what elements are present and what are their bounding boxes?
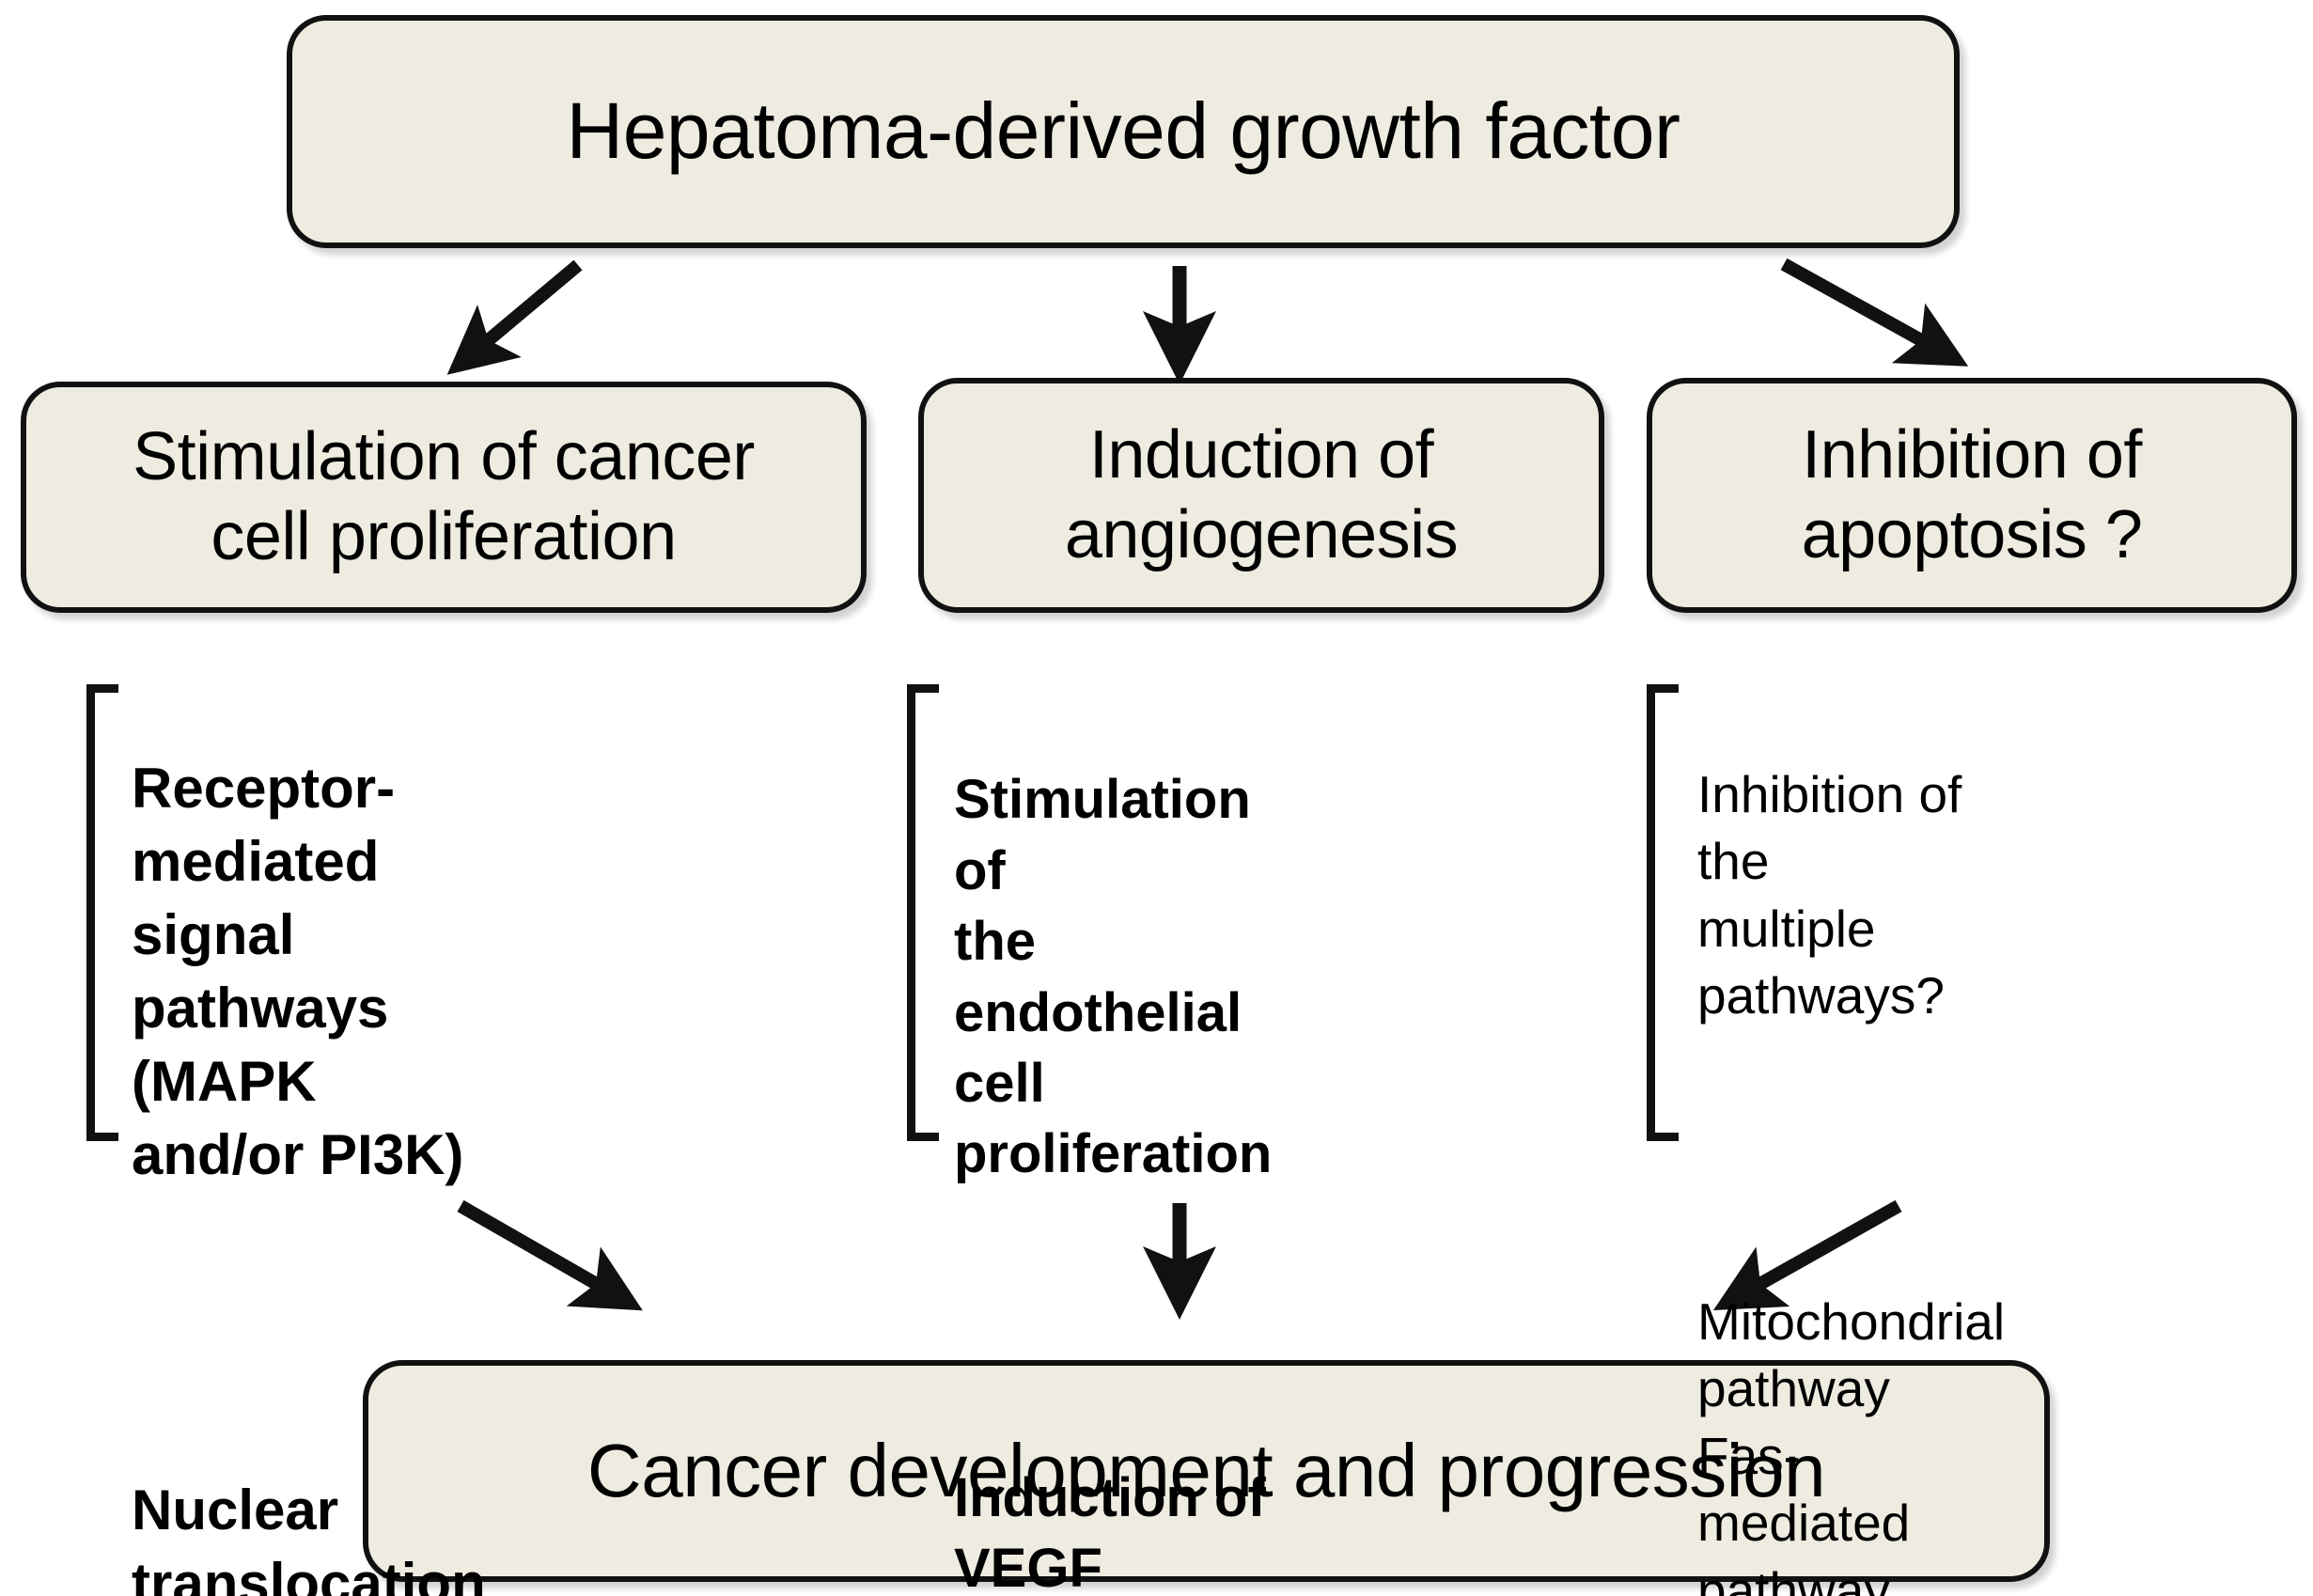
bracket-left-spacer-2 [132,1369,486,1400]
node-label-root: Hepatoma-derived growth factor [566,86,1680,176]
bracket-left-spacer [132,1265,486,1296]
node-cancer-development-and-progression[interactable]: Cancer development and progression [363,1360,2050,1582]
node-hepatoma-derived-growth-factor[interactable]: Hepatoma-derived growth factor [287,15,1960,248]
node-inhibition-of-apoptosis[interactable]: Inhibition of apoptosis ? [1647,378,2297,613]
bracket-left-content: Receptor-mediated signal pathways (MAPK … [132,679,486,1596]
bracket-middle-block-2: Induction of VEGF [954,1466,1266,1596]
bracket-middle-spacer [954,1260,1272,1291]
bracket-middle-content: Stimulation of the endothelial cell prol… [954,694,1272,1596]
arrow-root-to-left [446,259,583,375]
bracket-right-icon [1647,684,1679,1141]
node-label-branch-left: Stimulation of cancer cell proliferation [133,419,755,574]
bracket-right-spacer-2 [1697,1193,2005,1221]
bracket-right-spacer [1697,1097,2005,1125]
node-label-branch-right: Inhibition of apoptosis ? [1801,417,2143,572]
bracket-left-block-1: Receptor-mediated signal pathways (MAPK … [132,757,464,1186]
bracket-left-icon [86,684,118,1141]
bracket-middle-block-1: Stimulation of the endothelial cell prol… [954,769,1273,1185]
bracket-left-block-2: Nuclear translocation and DNA binding [132,1479,486,1596]
bracket-right-content: Inhibition of the multiple pathways? Mit… [1697,694,2005,1596]
node-label-outcome: Cancer development and progression [586,1428,1826,1512]
bracket-middle-icon [907,684,939,1141]
bracket-middle-spacer-2 [954,1361,1272,1391]
node-stimulation-of-cancer-cell-proliferation[interactable]: Stimulation of cancer cell proliferation [21,382,867,613]
bracket-right-block-2: Mitochondrial pathway Fas-mediated pathw… [1697,1291,2006,1596]
node-induction-of-angiogenesis[interactable]: Induction of angiogenesis [918,378,1604,613]
arrow-root-to-right [1780,258,1969,367]
bracket-right-block-1: Inhibition of the multiple pathways? [1697,764,1962,1025]
node-label-branch-middle: Induction of angiogenesis [1064,417,1459,572]
